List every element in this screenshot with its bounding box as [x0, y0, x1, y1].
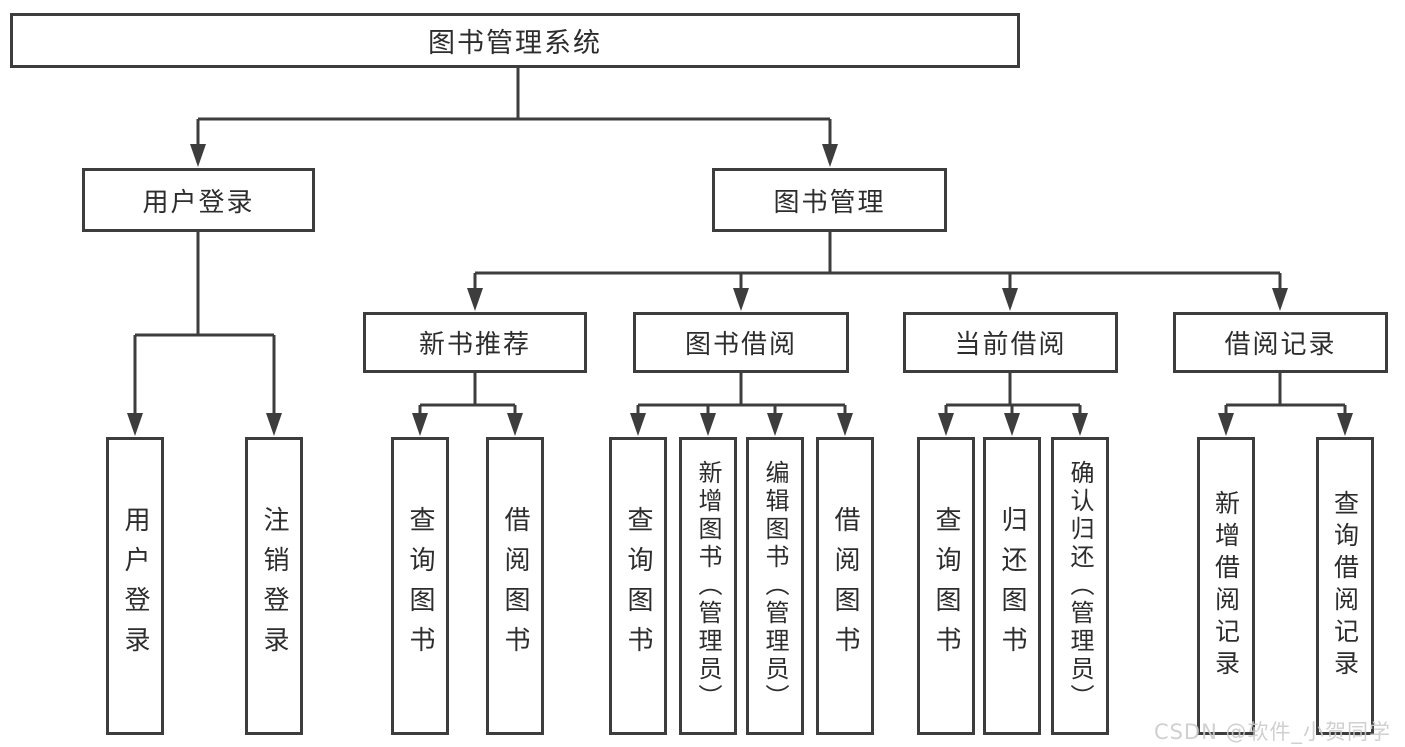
- node-label: 新增图书（管理员）: [694, 460, 722, 712]
- node-label: 借阅记录: [1224, 330, 1337, 360]
- leaf-add-books-admin: 新增图书（管理员）: [679, 437, 737, 735]
- node-label: 查询图书: [405, 506, 435, 666]
- node-label: 注销登录: [259, 506, 289, 666]
- leaf-query-borrow-record: 查询借阅记录: [1316, 437, 1374, 735]
- node-label: 确认归还（管理员）: [1066, 460, 1094, 712]
- leaf-query-books-2: 查询图书: [609, 437, 667, 735]
- node-label: 用户登录: [142, 187, 255, 218]
- node-label: 查询图书: [623, 506, 653, 666]
- csdn-watermark: CSDN @软件_小贺同学: [1153, 720, 1391, 744]
- arrowheads: [127, 144, 1353, 436]
- node-label: 编辑图书（管理员）: [761, 460, 789, 712]
- node-current-borrowing: 当前借阅: [903, 312, 1118, 373]
- node-new-book-recommendation: 新书推荐: [363, 312, 587, 373]
- node-label: 新增借阅记录: [1211, 490, 1241, 682]
- leaf-query-books-1: 查询图书: [391, 437, 449, 735]
- node-label: 图书管理系统: [428, 28, 602, 59]
- node-label: 用户登录: [120, 506, 150, 666]
- leaf-confirm-return-admin: 确认归还（管理员）: [1051, 437, 1109, 735]
- leaf-add-borrow-record: 新增借阅记录: [1197, 437, 1255, 735]
- leaf-user-login: 用户登录: [106, 437, 164, 735]
- node-label: 新书推荐: [418, 330, 531, 360]
- node-borrowing-records: 借阅记录: [1173, 312, 1388, 373]
- leaf-logout: 注销登录: [245, 437, 303, 735]
- node-user-login: 用户登录: [82, 168, 315, 232]
- node-label: 查询借阅记录: [1330, 490, 1360, 682]
- node-label: 借阅图书: [500, 506, 530, 666]
- node-label: 归还图书: [997, 506, 1027, 666]
- leaf-borrow-books-2: 借阅图书: [816, 437, 874, 735]
- node-label: 图书借阅: [684, 330, 797, 360]
- node-label: 查询图书: [931, 506, 961, 666]
- node-book-management: 图书管理: [712, 168, 947, 232]
- node-label: 借阅图书: [830, 506, 860, 666]
- leaf-edit-books-admin: 编辑图书（管理员）: [746, 437, 804, 735]
- tree-edges: [133, 68, 1347, 415]
- leaf-query-books-3: 查询图书: [917, 437, 975, 735]
- node-library-management-system: 图书管理系统: [10, 13, 1020, 68]
- node-book-borrowing: 图书借阅: [633, 312, 849, 373]
- node-label: 当前借阅: [954, 330, 1067, 360]
- node-label: 图书管理: [773, 187, 886, 218]
- leaf-return-books: 归还图书: [983, 437, 1041, 735]
- leaf-borrow-books-1: 借阅图书: [486, 437, 544, 735]
